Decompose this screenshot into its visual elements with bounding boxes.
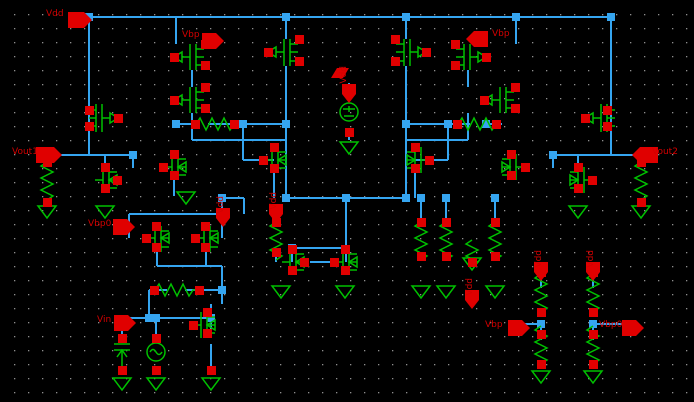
net-label-vbp-divider: Vbp [485, 320, 503, 330]
net-label-vdd-lower-center: Vdd [465, 278, 475, 296]
resistor-ur [457, 116, 497, 132]
capacitor-cin [114, 343, 130, 366]
net-label-flags [36, 12, 658, 336]
net-label-vdd-div-a: Vdd [534, 250, 544, 268]
net-label-vout1: Vout1 [12, 147, 38, 157]
net-label-vbp0-right: Vbp0 [599, 320, 623, 330]
resistor-ul [195, 116, 235, 132]
net-label-vout2: Vout2 [652, 147, 678, 157]
net-label-vin: Vin [97, 315, 112, 325]
mosfet-pmos-tr [482, 87, 514, 113]
resistor-dividerA-top [533, 273, 549, 313]
net-label-vdd-mid-left: Vdd [216, 196, 226, 214]
net-label-vdd-mid-center: Vdd [269, 192, 279, 210]
net-label-vbp-upper-left: Vbp [182, 30, 200, 40]
net-label-vbp-upper-right: Vbp [492, 29, 510, 39]
net-label-vbp0-left: Vbp0 [88, 219, 112, 229]
net-label-vdd-top-left: Vdd [46, 9, 64, 19]
net-label-vdd-mid-source: Vdd [339, 66, 349, 84]
net-label-vdd-div-b: Vdd [586, 250, 596, 268]
resistor-mid [154, 282, 199, 298]
resistor-dividerB-top [585, 273, 601, 313]
